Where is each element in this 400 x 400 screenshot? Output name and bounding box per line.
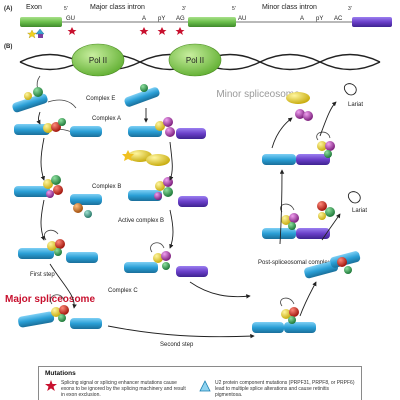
site-ag: AG — [176, 16, 185, 22]
minor-complex-c — [124, 242, 208, 277]
active-complex-b-label: Active complex B — [118, 218, 164, 224]
three-prime-a-2: 3' — [348, 6, 352, 12]
active-complex-b-text: Active complex B — [118, 218, 164, 224]
mutation-item-1: Splicing signal or splicing enhancer mut… — [61, 380, 186, 398]
mutation-star-icon — [45, 380, 57, 391]
major-intron-label: Major class intron — [90, 4, 145, 11]
arrows-major — [36, 111, 255, 339]
mature-mrna-right — [304, 251, 361, 279]
arrows-minor — [143, 108, 251, 299]
complex-e-label: Complex E — [86, 96, 115, 102]
pol-ii-right-label: Pol II — [186, 56, 204, 65]
snrnp-release-top — [286, 83, 357, 121]
mutation-star-icon — [157, 27, 167, 35]
lariat-top-label: Lariat — [348, 102, 363, 108]
complex-b-label: Complex B — [92, 184, 121, 190]
mutation-star-icon — [67, 27, 77, 35]
complex-a-drawing — [14, 118, 102, 137]
enhancer-square-icon — [38, 34, 43, 38]
panel-a-label: (A) — [4, 6, 12, 12]
minor-complex-e — [124, 84, 160, 107]
site-a: A — [142, 16, 146, 22]
complex-a-label: Complex A — [92, 116, 121, 122]
pol-ii-left-label: Pol II — [89, 56, 107, 65]
panel-a: (A) Exon Major class intron Minor class … — [4, 4, 392, 39]
minor-intron-label: Minor class intron — [262, 4, 317, 11]
arrows-right — [271, 101, 341, 317]
post-spliceosomal-label: Post-spliceosomal complex — [258, 260, 331, 266]
site-gu: GU — [66, 16, 75, 22]
five-prime-a: 5' — [64, 6, 68, 12]
triangle-icon — [35, 28, 45, 35]
exon-purple-a — [352, 17, 392, 27]
exon-green-mid-a — [188, 17, 236, 27]
mutations-legend: Mutations Splicing signal or splicing en… — [38, 366, 362, 400]
site-ac: AC — [334, 16, 343, 22]
lariat-bottom-label: Lariat — [352, 208, 367, 214]
minor-spliceosome-title-line1: Minor spliceosome — [216, 89, 300, 100]
first-step-label: First step — [30, 272, 55, 278]
star-icon — [27, 29, 37, 39]
panel-b-label: (B) — [4, 44, 12, 50]
mutation-item-2: U2 protein component mutations (PRPF31, … — [215, 380, 355, 398]
post-splice-top — [262, 131, 335, 165]
site-a2: A — [300, 16, 304, 22]
site-py2: pY — [316, 16, 323, 22]
complex-e-drawing — [12, 75, 77, 113]
snrnp-release-bottom — [317, 191, 361, 220]
site-au: AU — [238, 16, 246, 22]
mutation-stars-a — [67, 27, 185, 35]
panel-b: (B) Pol II Pol II Minor spliceosome Majo… — [4, 43, 381, 348]
post-spliceosomal-text: Post-spliceosomal complex — [258, 260, 331, 266]
complex-c-label: Complex C — [108, 288, 138, 294]
complex-c-drawing — [18, 294, 102, 329]
minor-spliceosome-title: Minor spliceosome — [216, 89, 300, 100]
second-step-label: Second step — [160, 342, 194, 348]
minor-complex-b — [128, 177, 208, 207]
mutation-star-icon — [139, 27, 149, 35]
minor-complex-a — [122, 117, 206, 166]
site-py: pY — [158, 16, 165, 22]
triangle-icon — [199, 380, 211, 392]
exon-label: Exon — [26, 4, 42, 11]
exon-green-a — [20, 17, 62, 27]
pol-ii-right — [168, 43, 222, 77]
five-prime-a-2: 5' — [232, 6, 236, 12]
pol-ii-left — [71, 43, 125, 77]
first-step-drawing — [18, 229, 98, 263]
post-splice-mid — [262, 203, 330, 239]
three-prime-a: 3' — [182, 6, 186, 12]
post-splice-major — [252, 297, 316, 333]
complex-b-drawing — [14, 175, 102, 218]
mutations-title: Mutations — [45, 370, 76, 377]
mutation-star-icon — [175, 27, 185, 35]
